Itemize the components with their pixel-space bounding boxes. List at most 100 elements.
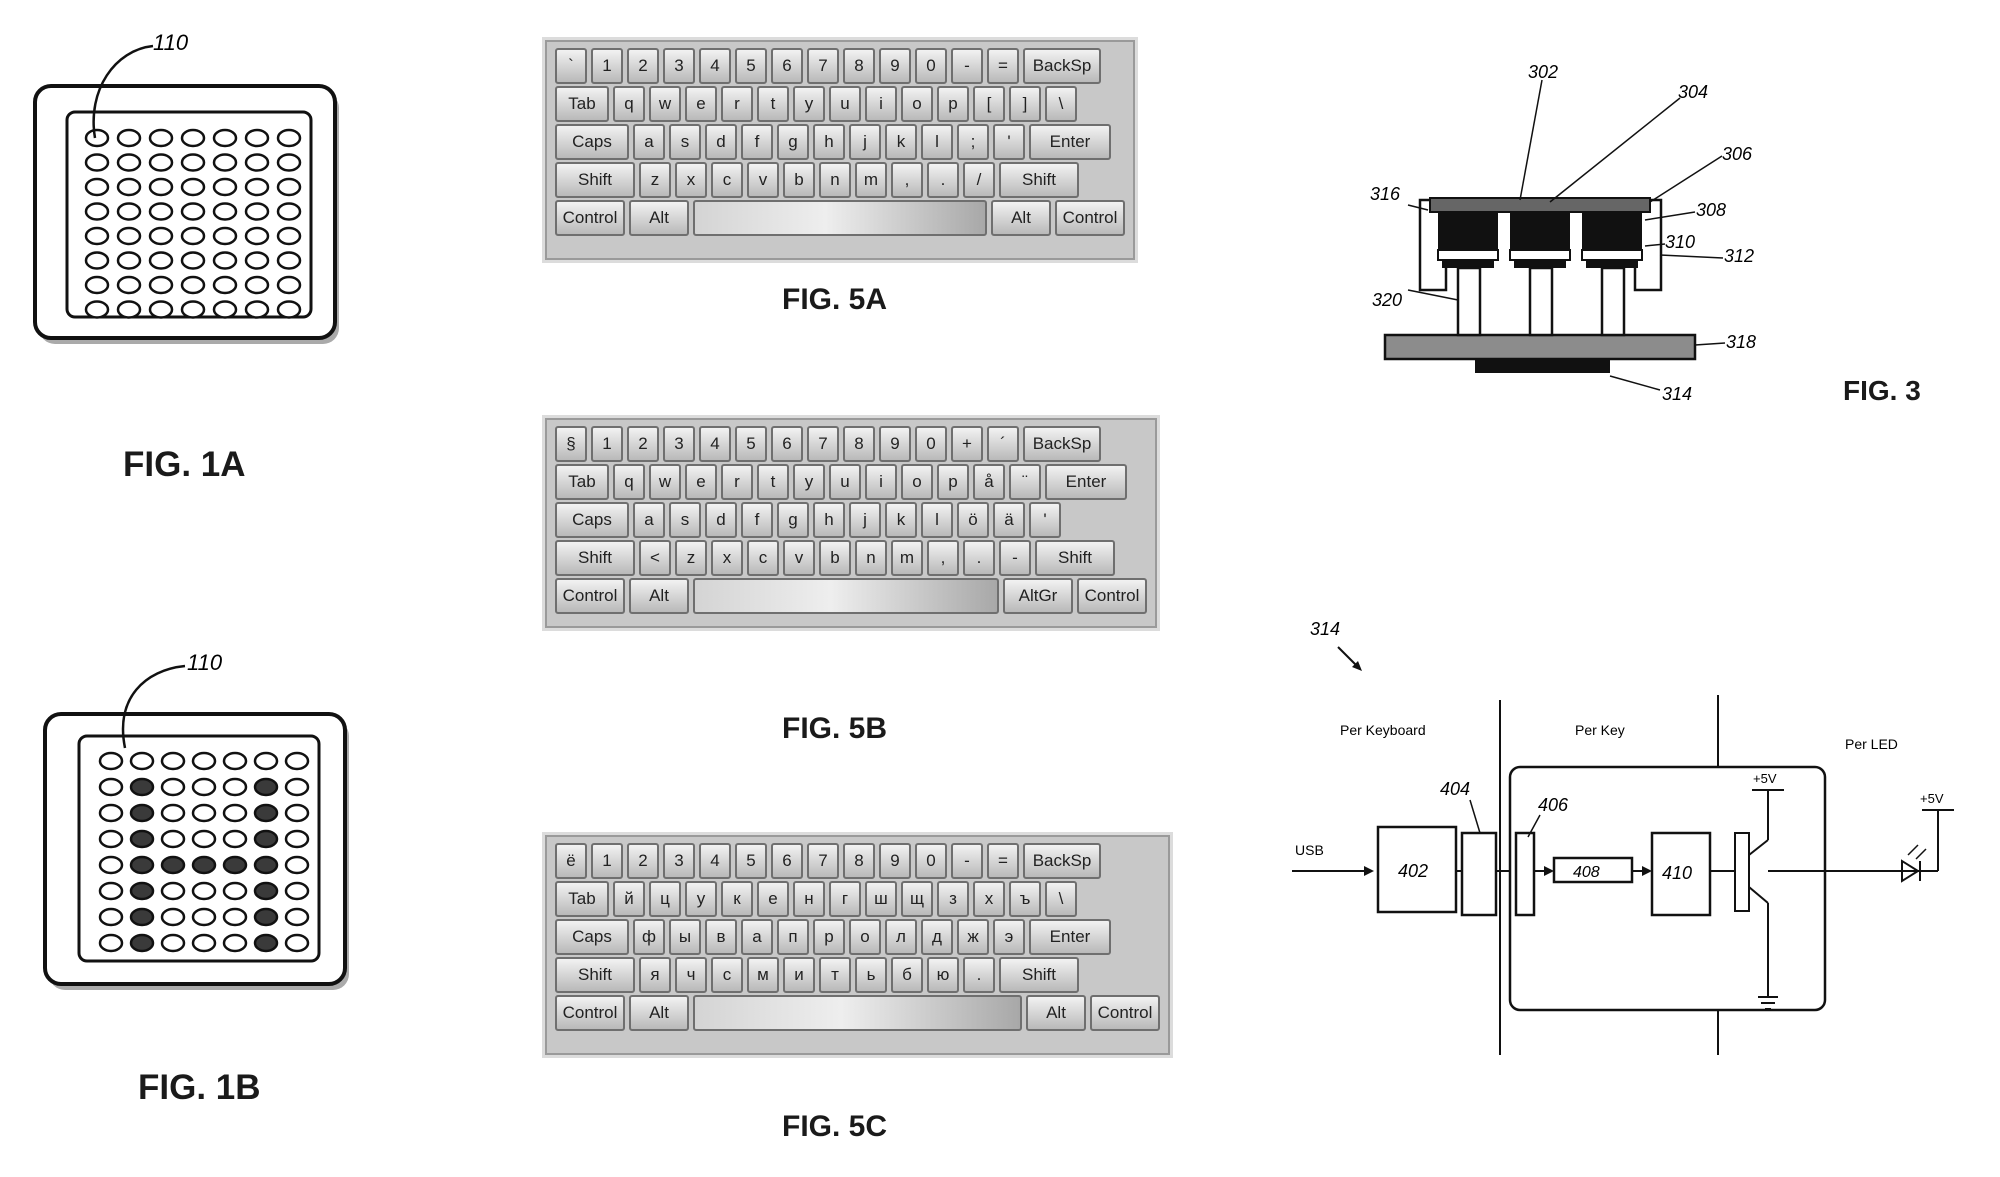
led xyxy=(191,881,217,901)
led xyxy=(276,251,302,270)
spacebar xyxy=(693,578,999,614)
led xyxy=(244,128,270,148)
key: . xyxy=(927,162,959,198)
led-lit xyxy=(253,907,279,927)
key: w xyxy=(649,86,681,122)
key: Alt xyxy=(629,578,689,614)
key: 5 xyxy=(735,48,767,84)
key: = xyxy=(987,843,1019,879)
key: < xyxy=(639,540,671,576)
key: t xyxy=(757,464,789,500)
key: b xyxy=(819,540,851,576)
key: ы xyxy=(669,919,701,955)
led xyxy=(212,177,238,197)
ref-320: 320 xyxy=(1372,290,1402,310)
ref-406: 406 xyxy=(1538,795,1569,815)
key: ю xyxy=(927,957,959,993)
key: , xyxy=(927,540,959,576)
led xyxy=(116,300,142,319)
key: q xyxy=(613,464,645,500)
key: Control xyxy=(555,995,625,1031)
key: 1 xyxy=(591,48,623,84)
key: 3 xyxy=(663,48,695,84)
led xyxy=(98,751,124,771)
key: n xyxy=(855,540,887,576)
key: ä xyxy=(993,502,1025,538)
ref-110-1a: 110 xyxy=(153,30,189,55)
fig-5c-caption: FIG. 5C xyxy=(782,1110,888,1143)
key: x xyxy=(711,540,743,576)
key: Tab xyxy=(555,881,609,917)
key: ь xyxy=(855,957,887,993)
key: н xyxy=(793,881,825,917)
key: у xyxy=(685,881,717,917)
key: BackSp xyxy=(1023,48,1101,84)
key: s xyxy=(669,124,701,160)
key: m xyxy=(855,162,887,198)
key: л xyxy=(885,919,917,955)
key: 0 xyxy=(915,48,947,84)
key: t xyxy=(757,86,789,122)
key: / xyxy=(963,162,995,198)
key: Alt xyxy=(629,200,689,236)
ref-314: 314 xyxy=(1662,384,1692,404)
key: g xyxy=(777,124,809,160)
led xyxy=(244,202,270,221)
led-lit xyxy=(253,803,279,823)
led xyxy=(98,777,124,797)
section-per-led: Per LED xyxy=(1845,736,1898,752)
key: Control xyxy=(1055,200,1125,236)
ref-314-circuit: 314 xyxy=(1310,619,1340,639)
key: y xyxy=(793,86,825,122)
led-lit xyxy=(129,933,155,953)
key: d xyxy=(705,502,737,538)
key: о xyxy=(849,919,881,955)
key: c xyxy=(711,162,743,198)
led xyxy=(276,202,302,221)
key: l xyxy=(921,502,953,538)
key: e xyxy=(685,464,717,500)
led xyxy=(148,153,174,172)
fig-1a: 110 xyxy=(25,20,355,360)
key: BackSp xyxy=(1023,843,1101,879)
key: Shift xyxy=(555,540,635,576)
key: m xyxy=(891,540,923,576)
ref-312: 312 xyxy=(1724,246,1754,266)
key: AltGr xyxy=(1003,578,1073,614)
key: o xyxy=(901,86,933,122)
key: 4 xyxy=(699,426,731,462)
key: c xyxy=(747,540,779,576)
key: BackSp xyxy=(1023,426,1101,462)
key: ] xyxy=(1009,86,1041,122)
led xyxy=(191,803,217,823)
key: 5 xyxy=(735,426,767,462)
fig-5b-caption: FIG. 5B xyxy=(782,712,888,745)
key: p xyxy=(937,86,969,122)
key: 8 xyxy=(843,426,875,462)
key: . xyxy=(963,540,995,576)
led xyxy=(180,202,206,221)
key: Shift xyxy=(999,162,1079,198)
key: s xyxy=(669,502,701,538)
led xyxy=(148,128,174,148)
key: п xyxy=(777,919,809,955)
fig-1b-caption: FIG. 1B xyxy=(138,1068,261,1107)
led xyxy=(276,153,302,172)
led-lit xyxy=(222,855,248,875)
block-410: 410 xyxy=(1662,863,1692,883)
block-408: 408 xyxy=(1573,864,1600,881)
led xyxy=(148,177,174,197)
led xyxy=(116,226,142,246)
ref-306: 306 xyxy=(1722,144,1753,164)
led xyxy=(222,933,248,953)
led xyxy=(160,777,186,797)
key: z xyxy=(675,540,707,576)
led-lit xyxy=(253,777,279,797)
key: ` xyxy=(555,48,587,84)
key: . xyxy=(963,957,995,993)
key: 0 xyxy=(915,426,947,462)
